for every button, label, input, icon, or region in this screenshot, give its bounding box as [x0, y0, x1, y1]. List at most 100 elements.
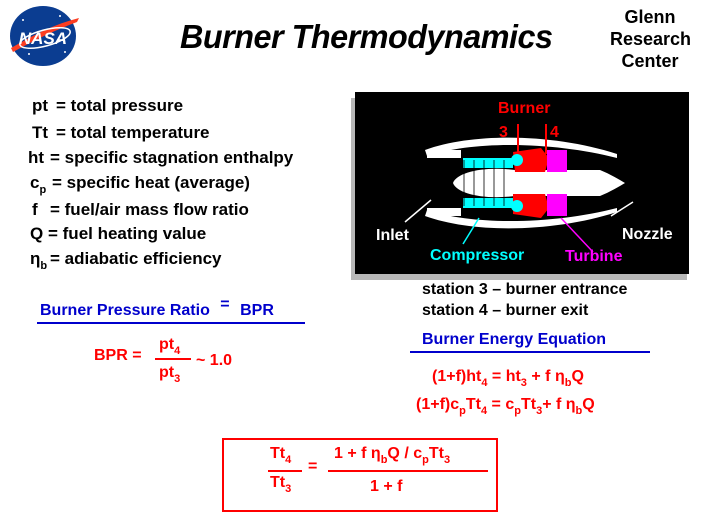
def-cp-symbol: cp [30, 173, 47, 196]
nozzle-leader [610, 201, 634, 217]
bpr-denominator-sub: 3 [174, 373, 181, 385]
def-eta-symbol: ηb [30, 249, 48, 272]
def-f-text: = fuel/air mass flow ratio [50, 200, 249, 219]
energy-heading-underline [410, 351, 650, 353]
energy-eq1-a-sub: 4 [481, 377, 488, 389]
energy-eq2-a-sub: p [459, 405, 466, 417]
def-pt-text: = total pressure [56, 96, 184, 115]
center-name: Glenn Research Center [610, 6, 692, 72]
bpr-numerator-sub: 4 [174, 345, 181, 357]
bpr-fraction-bar [155, 358, 191, 360]
ratio-rhs-num-b: Q / c [387, 445, 423, 462]
def-q-text: = fuel heating value [48, 224, 207, 243]
def-ht-symbol: ht [28, 148, 45, 167]
ratio-lhs-num-sub: 4 [285, 454, 292, 466]
ratio-lhs-bar [268, 470, 302, 472]
ratio-lhs-den-text: Tt [270, 474, 286, 491]
def-tt-symbol: Tt [32, 123, 49, 142]
def-tt-text: = total temperature [56, 123, 210, 142]
def-q-symbol: Q [30, 224, 44, 243]
turbojet-diagram [404, 124, 634, 253]
page-title: Burner Thermodynamics [180, 18, 553, 55]
nasa-logo: NASA [10, 6, 79, 66]
compressor-leader [462, 217, 480, 245]
energy-eq1-c: + f η [531, 368, 565, 385]
energy-eq1-b: = ht [491, 368, 521, 385]
def-cp-symbol-c: c [30, 173, 40, 192]
energy-heading: Burner Energy Equation [422, 331, 607, 348]
ratio-lhs-den-sub: 3 [285, 483, 292, 495]
engine-core [453, 168, 625, 198]
ratio-rhs-numerator: 1 + f ηbQ / cpTt3 [334, 445, 451, 466]
center-line-3: Center [621, 51, 679, 71]
def-ht-text: = specific stagnation enthalpy [50, 148, 294, 167]
energy-eq1-b-sub: 3 [520, 377, 527, 389]
def-eta-text: = adiabatic efficiency [50, 249, 222, 268]
bpr-denominator-text: pt [159, 364, 175, 381]
bpr-heading-eq: = [220, 296, 230, 313]
energy-eq-1: (1+f)ht4 = ht3 + f ηbQ [432, 368, 584, 389]
compressor-blades [463, 158, 513, 208]
turbine-blades [547, 150, 567, 216]
def-pt-symbol: pt [32, 96, 49, 115]
inlet-leader [404, 199, 432, 223]
ratio-rhs-num-a: 1 + f η [334, 445, 381, 462]
label-inlet: Inlet [376, 227, 409, 244]
label-nozzle: Nozzle [622, 226, 673, 243]
bpr-lhs: BPR = [94, 347, 142, 364]
ratio-equals: = [308, 458, 318, 475]
label-station-3: 3 [499, 124, 508, 141]
turbine-leader [560, 217, 594, 253]
bpr-heading-right: BPR [240, 302, 274, 319]
energy-eq2-d-sub: 3 [536, 405, 543, 417]
ratio-rhs-num-c: Tt [428, 445, 444, 462]
energy-eq1-d: Q [571, 368, 584, 385]
center-line-2: Research [610, 29, 692, 49]
energy-eq2-d: Tt [520, 396, 537, 413]
ratio-lhs-num-text: Tt [270, 445, 286, 462]
station-3-note: station 3 – burner entrance [422, 281, 628, 298]
ratio-rhs-num-a-sub: b [380, 454, 388, 466]
label-compressor: Compressor [430, 247, 525, 264]
ratio-rhs-num-b-sub: p [422, 454, 429, 466]
logo-text: NASA [19, 29, 67, 48]
energy-eq2-b-sub: 4 [480, 405, 488, 417]
def-f-symbol: f [32, 200, 38, 219]
ratio-rhs-bar [328, 470, 488, 472]
energy-eq2-e-sub: b [575, 405, 583, 417]
bpr-heading-left: Burner Pressure Ratio [40, 302, 210, 319]
ratio-rhs-denominator: 1 + f [370, 478, 403, 495]
energy-eq-2: (1+f)cpTt4 = cpTt3+ f ηbQ [416, 396, 595, 417]
energy-eq1-c-sub: b [564, 377, 572, 389]
burner-chamber [511, 148, 549, 218]
energy-eq2-e: + f η [542, 396, 576, 413]
ratio-rhs-num-c-sub: 3 [443, 454, 451, 466]
ratio-lhs-numerator: Tt4 [270, 445, 292, 466]
inlet-lip-bottom [427, 208, 461, 216]
ratio-lhs-denominator: Tt3 [270, 474, 292, 495]
bpr-heading: Burner Pressure Ratio = BPR [40, 296, 274, 320]
label-turbine: Turbine [565, 248, 623, 265]
energy-eq2-b: Tt [465, 396, 481, 413]
station-4-note: station 4 – burner exit [422, 302, 589, 319]
inlet-lip-top [427, 150, 461, 158]
energy-eq2-a: (1+f)c [416, 396, 460, 413]
energy-eq2-c: = c [491, 396, 515, 413]
bpr-numerator-text: pt [159, 336, 175, 353]
bpr-heading-underline [37, 322, 305, 324]
def-eta-symbol-sub: b [40, 260, 48, 272]
temperature-ratio-box [222, 438, 498, 512]
bpr-numerator: pt4 [159, 336, 181, 357]
def-cp-symbol-sub: p [39, 184, 47, 196]
energy-eq2-f: Q [582, 396, 595, 413]
bpr-approx: ~ 1.0 [196, 352, 233, 369]
label-station-4: 4 [550, 124, 559, 141]
nacelle-bottom [425, 208, 617, 229]
nacelle-top [425, 137, 617, 158]
def-eta-symbol-eta: η [30, 249, 41, 268]
def-cp-text: = specific heat (average) [52, 173, 250, 192]
bpr-denominator: pt3 [159, 364, 181, 385]
center-line-1: Glenn [624, 7, 676, 27]
label-burner: Burner [498, 100, 551, 117]
energy-eq1-a: (1+f)ht [432, 368, 482, 385]
